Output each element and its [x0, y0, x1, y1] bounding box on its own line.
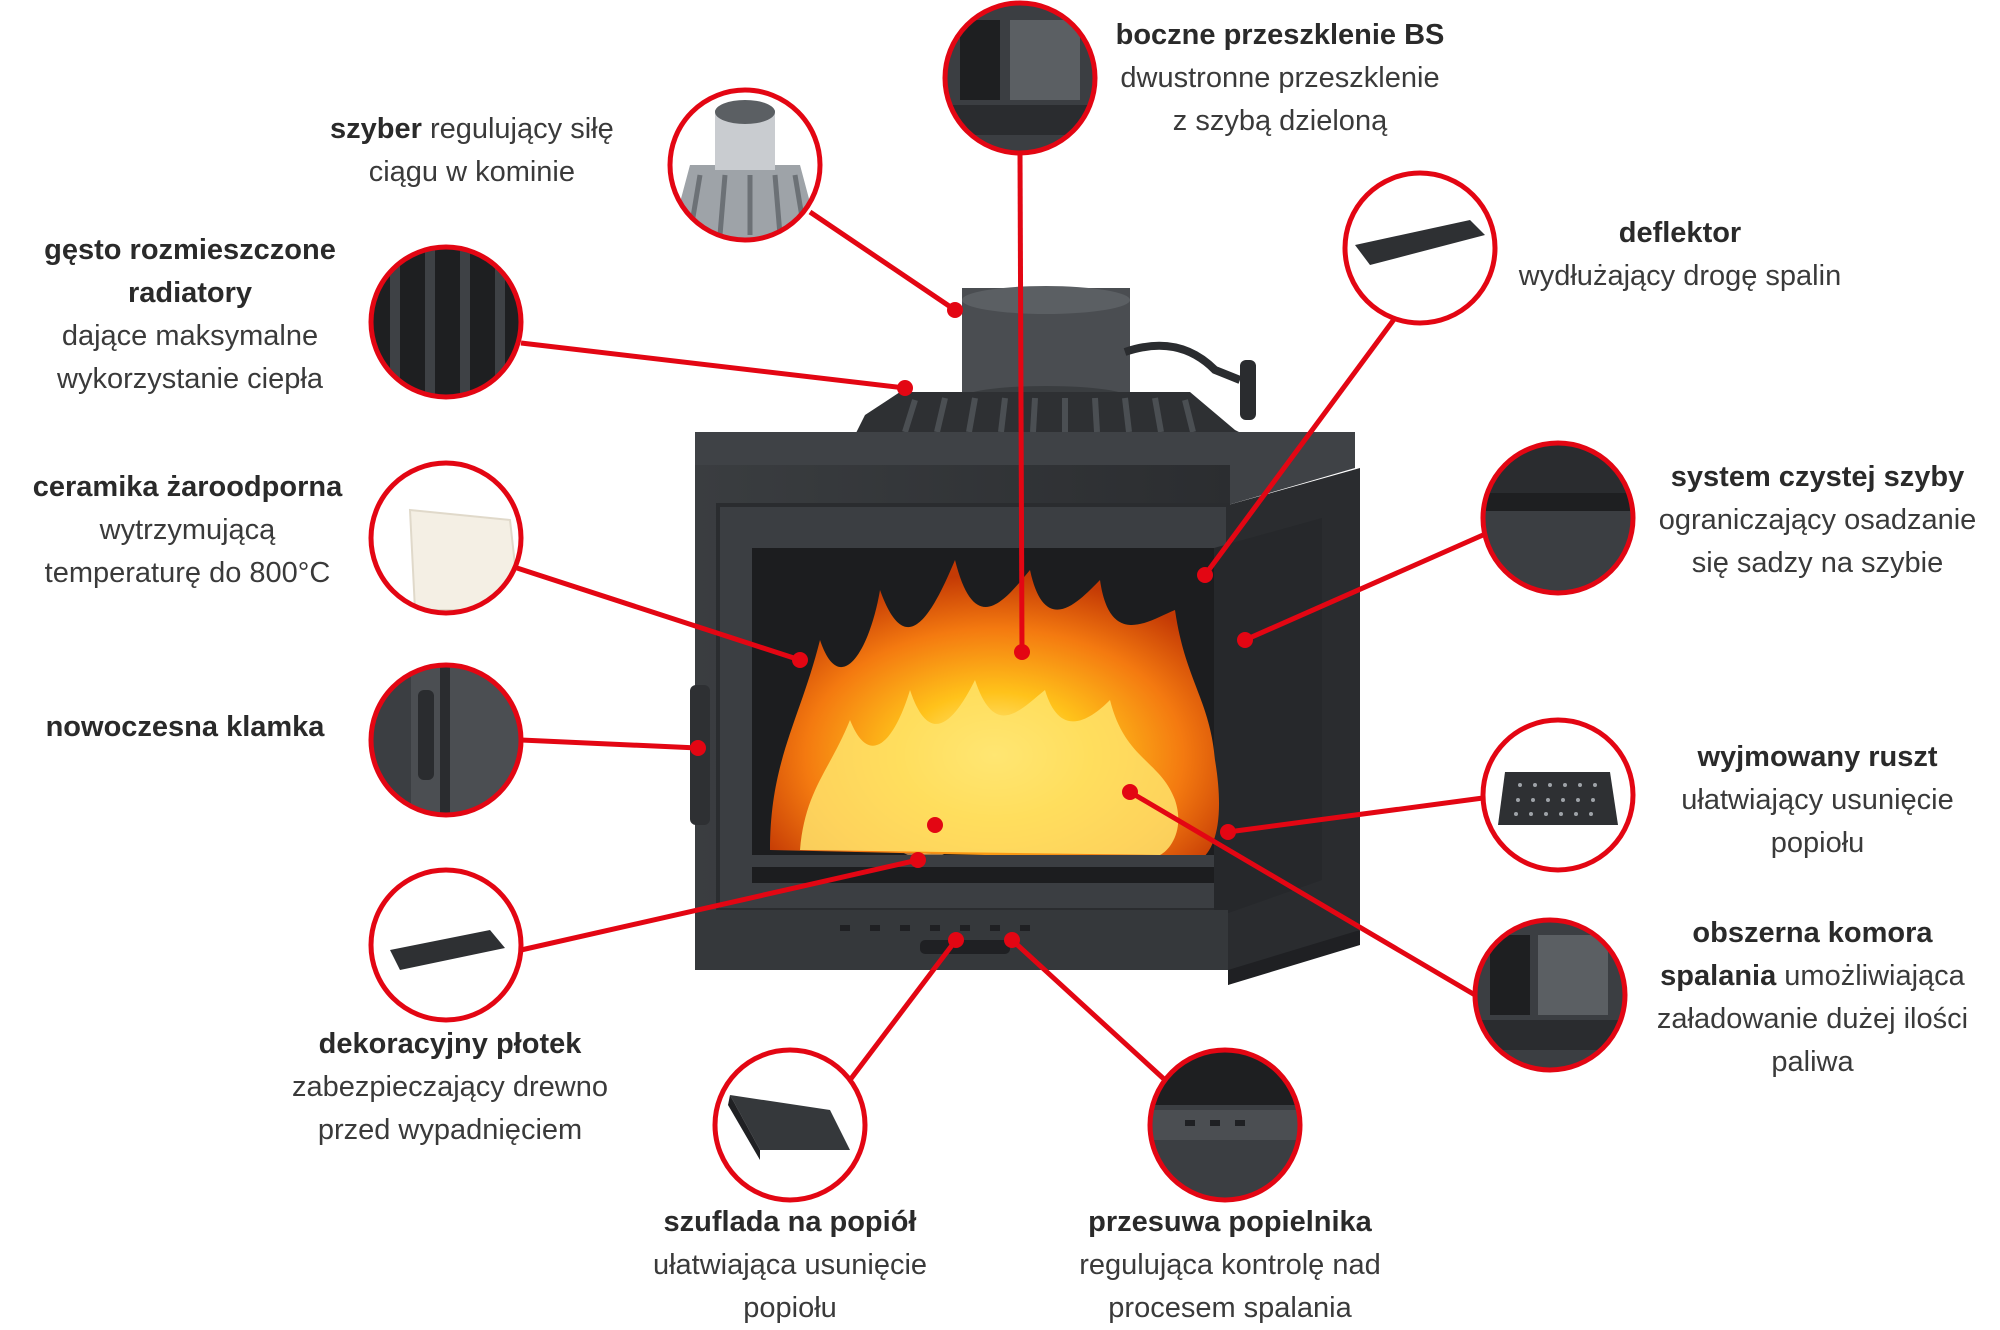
label-radiatory: gęsto rozmieszczone radiatory dające mak… [44, 234, 336, 395]
detail-circle-komora [1472, 917, 1628, 1073]
detail-circle-ceramika [368, 460, 524, 616]
detail-circle-szyber [667, 87, 823, 243]
label-komora: obszerna komora spalania umożliwiająca z… [1656, 917, 1969, 1078]
label-ceramika: ceramika żaroodporna wytrzymującą temper… [32, 471, 343, 589]
side-glass [1214, 518, 1322, 918]
label-deflektor: deflektor wydłużający drogę spalin [1518, 217, 1842, 292]
detail-circle-boczne [942, 0, 1098, 156]
label-boczne: boczne przeszklenie BS dwustronne przesz… [1115, 19, 1445, 137]
leader-lines [516, 152, 1485, 1082]
label-klamka: nowoczesna klamka [45, 711, 325, 743]
detail-circle-plotek [368, 867, 524, 1023]
label-szuflada: szuflada na popiół ułatwiająca usunięcie… [652, 1206, 928, 1324]
detail-circle-czysta-szyba [1480, 440, 1636, 596]
label-czysta-szyba: system czystej szyby ograniczający osadz… [1658, 461, 1977, 579]
detail-circle-przesuwa [1147, 1047, 1303, 1203]
detail-circle-ruszt [1480, 717, 1636, 873]
damper-handle [1123, 341, 1242, 384]
leader-dots [690, 302, 1253, 948]
fireplace-insert [690, 286, 1360, 985]
detail-circle-klamka [368, 662, 524, 818]
radiator-cowl [855, 392, 1245, 435]
label-szyber: szyber regulujący siłę ciągu w kominie [330, 113, 614, 188]
detail-circle-deflektor [1342, 170, 1498, 326]
label-przesuwa: przesuwa popielnika regulująca kontrolę … [1079, 1206, 1381, 1324]
flames [770, 560, 1220, 860]
detail-circle-radiatory [368, 244, 524, 400]
label-ruszt: wyjmowany ruszt ułatwiający usunięcie po… [1681, 741, 1954, 859]
label-plotek: dekoracyjny płotek zabezpieczający drewn… [292, 1028, 608, 1146]
detail-circle-szuflada [712, 1047, 868, 1203]
